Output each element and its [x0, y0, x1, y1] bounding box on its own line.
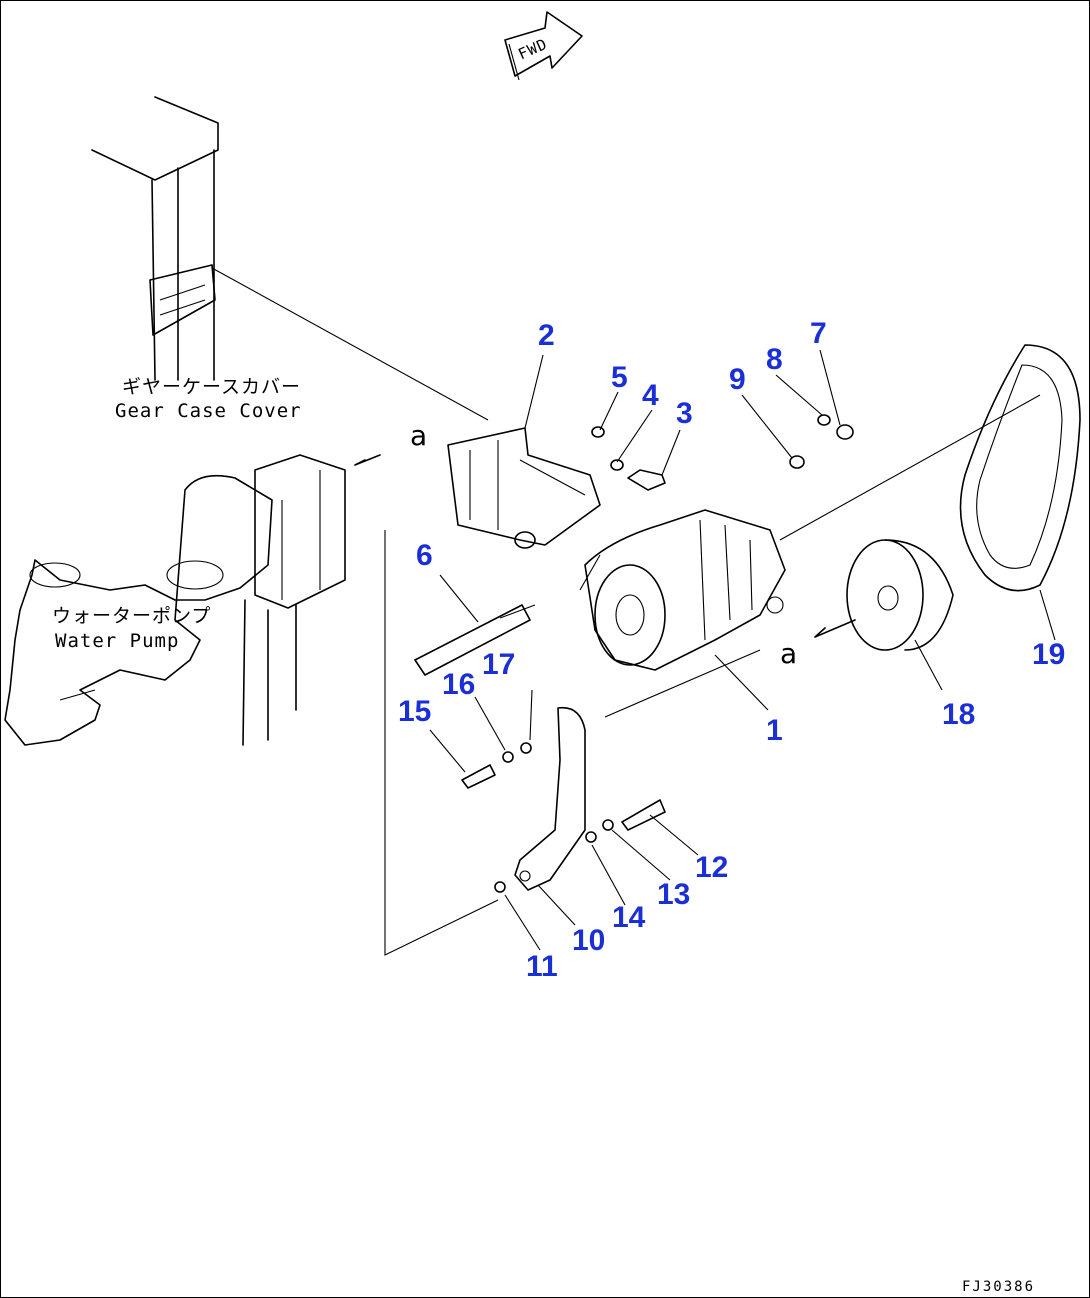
reference-mark-a: a	[780, 637, 798, 670]
part-number-11: 11	[526, 950, 558, 983]
part-number-5: 5	[611, 361, 628, 394]
part-number-6: 6	[416, 539, 433, 572]
gear-case-cover-label-jp: ギヤーケースカバー	[122, 376, 302, 398]
leader-lines	[429, 349, 1056, 951]
part-number-18: 18	[942, 698, 976, 731]
part-number-4: 4	[642, 379, 659, 412]
part-number-9: 9	[729, 363, 746, 396]
reference-arrow-icon	[354, 454, 381, 466]
part-number-2: 2	[538, 319, 555, 352]
part-number-10: 10	[572, 924, 606, 957]
fasteners	[461, 414, 854, 893]
assembly-leader-line	[211, 267, 489, 421]
adjusting-plate	[514, 706, 586, 891]
part-number-7: 7	[810, 317, 827, 350]
part-number-8: 8	[766, 343, 783, 376]
water-pump-label-en: Water Pump	[55, 630, 180, 652]
long-bolt	[414, 604, 536, 676]
part-number-15: 15	[398, 695, 432, 728]
part-number-13: 13	[657, 878, 691, 911]
v-belt	[959, 344, 1081, 592]
part-number-14: 14	[612, 901, 646, 934]
part-number-12: 12	[695, 851, 729, 884]
water-pump-label-jp: ウォーターポンプ	[52, 605, 212, 627]
drawing-code: FJ30386	[962, 1279, 1036, 1295]
gear-case-cover-outline	[91, 96, 346, 609]
pulley	[846, 539, 954, 651]
alternator	[584, 509, 786, 671]
part-number-3: 3	[676, 397, 693, 430]
part-number-19: 19	[1032, 638, 1066, 671]
part-number-16: 16	[442, 668, 476, 701]
reference-arrow-icon	[814, 619, 856, 638]
alternator-bracket	[447, 427, 601, 549]
reference-mark-a: a	[410, 419, 428, 452]
assembly-leader-line	[384, 530, 499, 956]
gear-case-cover-label-en: Gear Case Cover	[115, 400, 302, 422]
lower-frame-leg	[242, 599, 297, 746]
part-number-1: 1	[766, 714, 783, 747]
fwd-arrow-icon	[504, 11, 583, 81]
part-number-17: 17	[482, 648, 516, 681]
water-pump-outline	[4, 474, 273, 746]
